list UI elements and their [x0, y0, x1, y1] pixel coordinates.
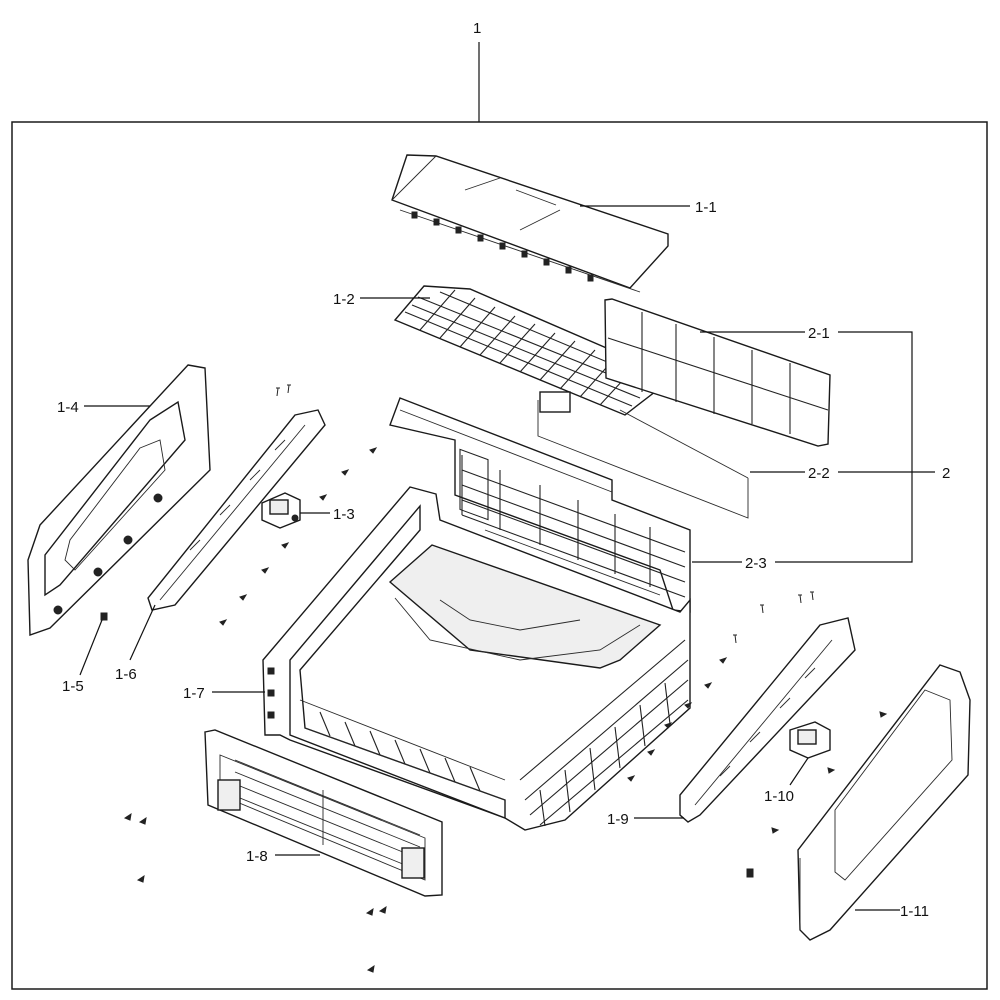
part-1-3-motor-holder: [261, 492, 301, 529]
assembly-frame: [11, 121, 988, 990]
part-1-10-motor-holder: [789, 721, 831, 759]
part-1-1-top-cover: [391, 154, 669, 293]
label-1: 1: [473, 20, 481, 37]
leader-1-5: [79, 619, 103, 676]
part-1-9-right-bracket: [679, 617, 856, 823]
part-1-6-left-bracket: [147, 409, 326, 611]
label-1-8: 1-8: [246, 848, 268, 865]
part-1-11-right-side-panel: [797, 664, 971, 941]
label-1-6: 1-6: [115, 666, 137, 683]
leader-1-6: [129, 604, 156, 661]
bracket-2: [775, 331, 913, 563]
label-1-11: 1-11: [900, 903, 929, 920]
part-1-7-main-case: [262, 486, 691, 831]
label-1-5: 1-5: [62, 678, 84, 695]
label-1-9: 1-9: [607, 811, 629, 828]
label-1-3: 1-3: [333, 506, 355, 523]
part-1-4-left-side-panel: [27, 364, 211, 636]
label-1-1: 1-1: [695, 199, 717, 216]
part-1-8-front-panel: [204, 729, 443, 897]
screw-set: [123, 384, 888, 973]
label-1-4: 1-4: [57, 399, 79, 416]
part-2-1-air-filter: [604, 298, 831, 447]
label-2-3: 2-3: [745, 555, 767, 572]
label-1-7: 1-7: [183, 685, 205, 702]
part-2-2-deodorizing-filter: [537, 400, 749, 519]
leader-1-10: [789, 757, 809, 786]
label-2-2: 2-2: [808, 465, 830, 482]
label-2-1: 2-1: [808, 325, 830, 342]
part-1-5-clip: [100, 612, 108, 621]
label-2: 2: [942, 465, 950, 482]
part-2-3-rear-frame: [389, 397, 691, 613]
label-1-10: 1-10: [764, 788, 794, 805]
clip-right: [746, 868, 754, 878]
label-1-2: 1-2: [333, 291, 355, 308]
